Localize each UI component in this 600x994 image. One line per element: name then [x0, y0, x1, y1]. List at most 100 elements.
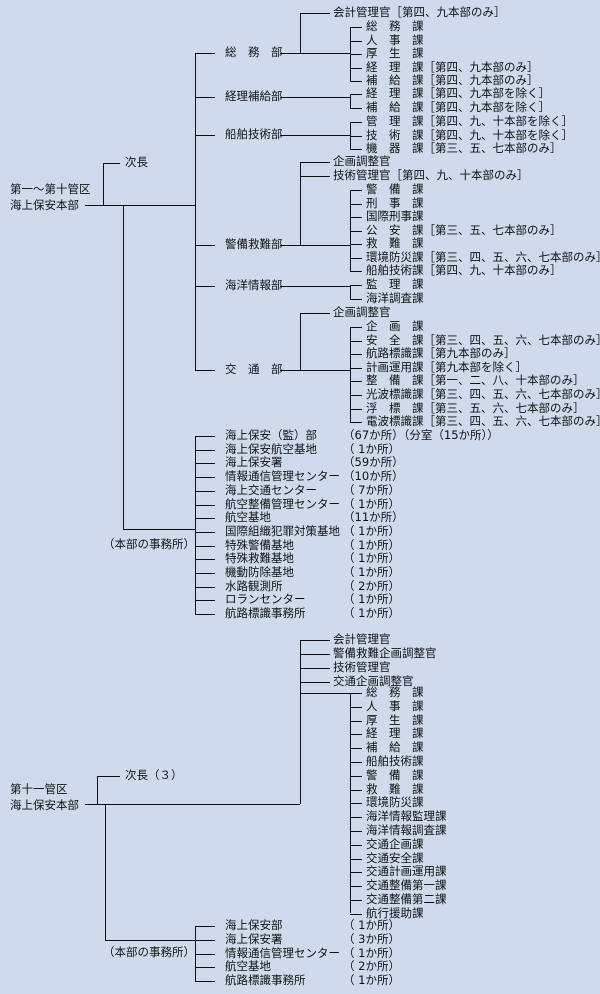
- connector-line: [350, 817, 362, 819]
- connector-line: [195, 614, 215, 616]
- connector-line: [195, 135, 215, 136]
- connector-line: [350, 762, 362, 763]
- kotsu-section: 安 全 課［第三、四、五、六、七本部のみ］: [366, 332, 600, 347]
- connector-line: [350, 285, 362, 286]
- connector-line: [350, 803, 362, 805]
- connector-line: [350, 257, 362, 259]
- office-name: 航路標識事務所: [225, 973, 306, 988]
- hq-name-line1: 第十一管区: [10, 782, 68, 796]
- hq-section: 交通計画運用課: [366, 864, 447, 879]
- keibi-section: 国際刑事課: [366, 209, 424, 223]
- connector-line: [300, 313, 301, 370]
- hq-section: 交通整備第一課: [366, 878, 447, 893]
- connector-line: [97, 776, 120, 777]
- connector-line: [103, 163, 104, 205]
- office-name: 海上保安（監）部: [225, 428, 317, 442]
- connector-line: [195, 245, 215, 246]
- somu-section: 人 事 課: [366, 32, 424, 47]
- connector-line: [195, 600, 215, 602]
- connector-line: [350, 900, 362, 901]
- office-name: 海上保安署: [225, 455, 283, 470]
- hq-officer: 技術管理官: [333, 660, 391, 674]
- office-name: 水路観測所: [225, 578, 283, 593]
- dept-kaiyo: 海洋情報部: [225, 278, 283, 292]
- connector-line: [350, 831, 362, 832]
- kotsu-section: 浮 標 課［第三、五、六、七本部のみ］: [366, 400, 585, 415]
- connector-line: [300, 13, 301, 53]
- connector-line: [300, 13, 330, 14]
- connector-line: [350, 395, 362, 396]
- somu-section: 総 務 課: [366, 19, 424, 33]
- connector-line: [350, 94, 351, 108]
- office-count: （ 7か所）: [343, 482, 400, 497]
- connector-line: [350, 340, 362, 342]
- connector-line: [123, 529, 195, 530]
- connector-line: [350, 886, 362, 888]
- connector-line: [195, 926, 196, 981]
- connector-line: [350, 135, 362, 137]
- office-count: （ 2か所）: [343, 578, 400, 593]
- office-name: 特殊警備基地: [225, 537, 294, 552]
- connector-line: [350, 706, 362, 708]
- connector-line: [195, 53, 215, 54]
- connector-line: [123, 205, 124, 529]
- connector-line: [195, 490, 215, 492]
- connector-line: [350, 327, 362, 328]
- keibi-officer: 技術管理官［第四、九、十本部のみ］: [333, 168, 529, 182]
- connector-line: [195, 370, 215, 371]
- office-group-label: （本部の事務所）: [103, 537, 195, 551]
- connector-line: [350, 367, 362, 369]
- hq-section: 警 備 課: [366, 767, 424, 782]
- connector-line: [300, 162, 301, 245]
- office-count: （ 2か所）: [343, 959, 400, 974]
- hq-section: 交通整備第二課: [366, 892, 447, 906]
- senpaku-section: 機 器 課［第三、五、七本部のみ］: [366, 141, 562, 155]
- connector-line: [350, 422, 362, 424]
- deputy-label: 次長: [125, 155, 148, 169]
- connector-line: [85, 205, 195, 206]
- connector-line: [350, 27, 362, 28]
- deputy-label: 次長（３）: [125, 768, 183, 782]
- hq-section: 救 難 課: [366, 781, 424, 796]
- connector-line: [350, 81, 362, 82]
- connector-line: [195, 463, 215, 465]
- connector-line: [350, 108, 362, 109]
- hq-officer: 警備救難企画調整官: [333, 646, 437, 660]
- connector-line: [195, 286, 215, 287]
- office-count: （ 1か所）: [343, 537, 400, 552]
- connector-line: [350, 844, 362, 846]
- hq-name-line1: 第一～第十管区: [10, 182, 91, 196]
- connector-line: [300, 162, 330, 163]
- connector-line: [280, 135, 350, 136]
- connector-line: [195, 559, 215, 561]
- office-count: （ 1か所）: [343, 945, 400, 960]
- office-count: （11か所）: [343, 510, 404, 525]
- hq-section: 船舶技術課: [366, 754, 424, 768]
- somu-section: 補 給 課［第四、九本部のみ］: [366, 73, 539, 87]
- dept-senpaku: 船舶技術部: [225, 127, 283, 141]
- connector-line: [350, 94, 362, 95]
- kotsu-section: 企 画 課: [366, 319, 424, 333]
- connector-line: [350, 54, 362, 55]
- keibi-officer: 企画調整官: [333, 154, 391, 168]
- connector-line: [195, 953, 215, 955]
- keiri-section: 補 給 課［第四、九本部を除く］: [366, 100, 550, 114]
- keibi-section: 環境防災課［第三、四、五、六、七本部のみ］: [366, 249, 600, 264]
- connector-line: [300, 693, 350, 694]
- connector-line: [350, 748, 362, 750]
- connector-line: [350, 408, 362, 410]
- somu-officer: 会計管理官［第四、九本部のみ］: [333, 5, 506, 19]
- office-count: （67か所）（分室（15か所））: [343, 428, 499, 442]
- connector-line: [350, 122, 362, 123]
- hq-officer: 交通企画調整官: [333, 674, 414, 688]
- connector-line: [350, 913, 362, 915]
- connector-line: [195, 531, 215, 533]
- connector-line: [195, 436, 215, 437]
- connector-line: [195, 53, 196, 370]
- connector-line: [195, 545, 215, 547]
- office-name: 海上保安航空基地: [225, 441, 317, 456]
- office-name: 国際組織犯罪対策基地: [225, 523, 340, 538]
- connector-line: [280, 53, 300, 54]
- dept-somu: 総 務 部: [225, 45, 283, 59]
- hq-name-line2: 海上保安本部: [10, 798, 79, 812]
